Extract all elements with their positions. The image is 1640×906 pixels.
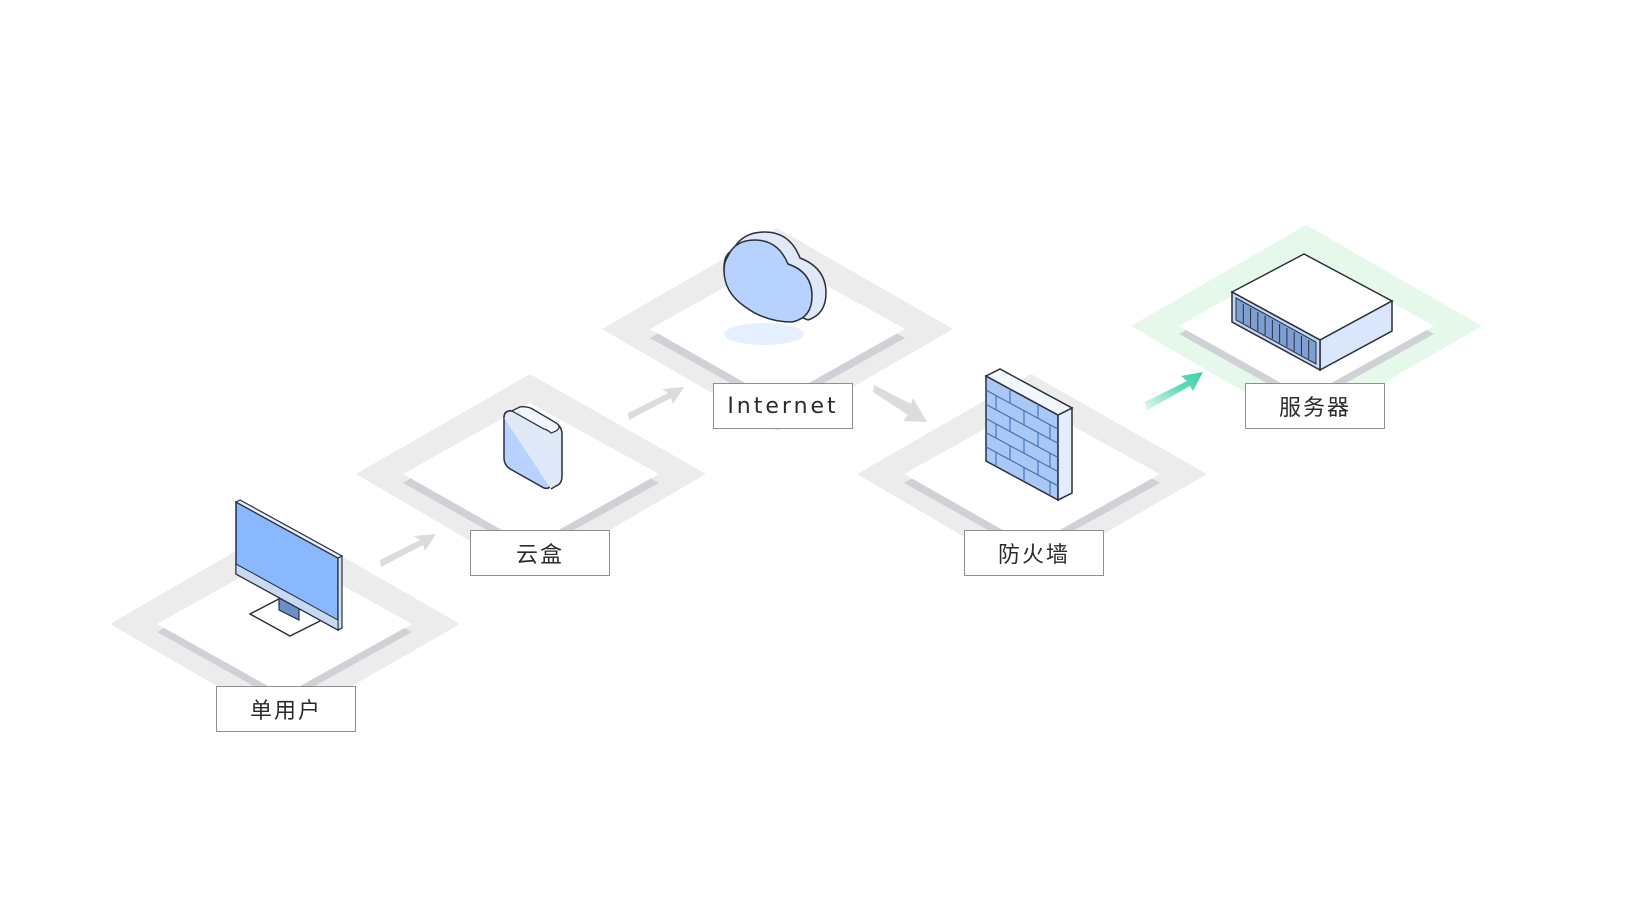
arrow-firewall-to-server (1145, 372, 1203, 411)
cloud-box-icon (503, 406, 563, 490)
label-cloudbox: 云盒 (470, 530, 610, 576)
arrow-cloudbox-to-internet (628, 387, 684, 420)
label-user: 单用户 (216, 686, 356, 732)
server-icon (1230, 253, 1394, 372)
label-server: 服务器 (1245, 383, 1385, 429)
firewall-icon (984, 368, 1074, 502)
label-internet: Internet (713, 383, 853, 429)
arrow-user-to-cloudbox (380, 534, 436, 567)
arrow-internet-to-firewall (873, 385, 927, 422)
label-firewall: 防火墙 (964, 530, 1104, 576)
monitor-icon (234, 499, 344, 637)
cloud-icon (723, 231, 827, 345)
